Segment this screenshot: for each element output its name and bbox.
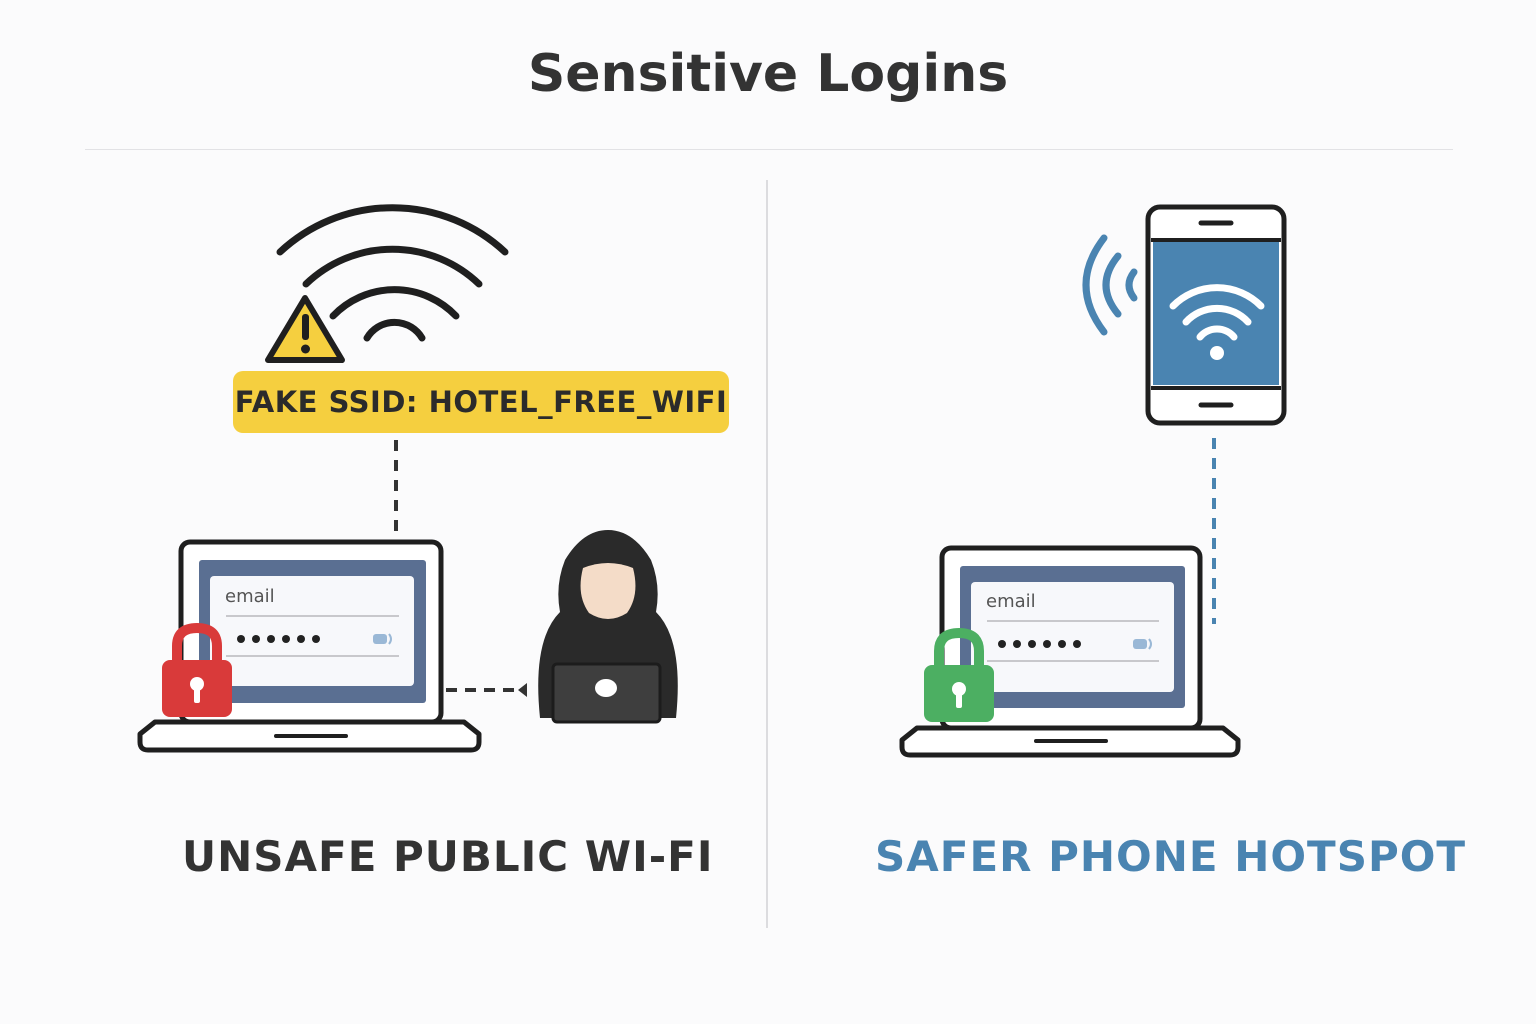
- center-divider: [766, 180, 768, 928]
- caption-safe: SAFER PHONE HOTSPOT: [875, 832, 1467, 881]
- caption-unsafe: UNSAFE PUBLIC WI-FI: [182, 832, 714, 881]
- warning-icon: [265, 295, 345, 363]
- padlock-icon-red: [162, 622, 232, 717]
- diagram-title: Sensitive Logins: [527, 44, 1009, 104]
- eye-icon: [373, 633, 392, 645]
- title-divider: [85, 149, 1453, 150]
- phone-icon: [1145, 204, 1287, 426]
- signal-waves-icon: [1082, 234, 1138, 336]
- phone-wifi-icon: [1169, 284, 1265, 341]
- email-label-unsafe: email: [225, 586, 275, 607]
- padlock-icon-green: [924, 627, 994, 722]
- fake-ssid-badge: FAKE SSID: HOTEL_FREE_WIFI: [233, 371, 729, 433]
- laptop-icon-safe: [899, 545, 1241, 758]
- wifi-icon: [276, 204, 509, 342]
- laptop-icon: [137, 539, 482, 753]
- hacker-icon: [538, 530, 678, 724]
- eye-icon: [1133, 638, 1152, 650]
- email-label-safe: email: [986, 591, 1036, 612]
